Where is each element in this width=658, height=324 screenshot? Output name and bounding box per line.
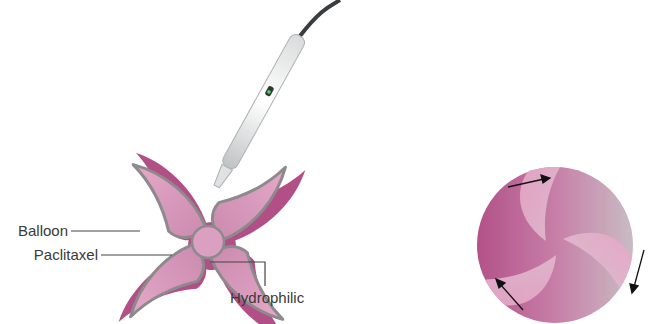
leader-lines: [71, 231, 265, 286]
part-label: Balloon: [18, 222, 68, 240]
cross-section: [446, 136, 640, 324]
part-label: Hydrophilic: [230, 289, 304, 307]
rotation-arrows: [496, 175, 644, 310]
part-label: Paclitaxel: [34, 246, 98, 264]
